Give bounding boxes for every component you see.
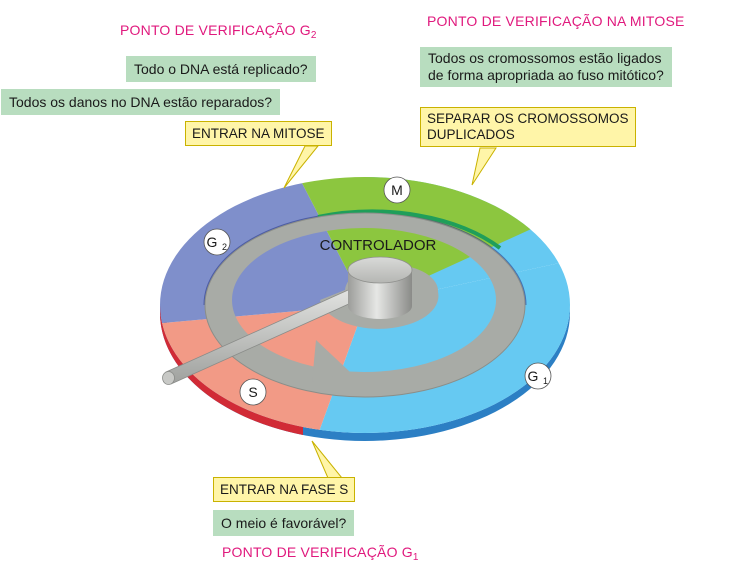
g2-checkpoint-title: PONTO DE VERIFICAÇÃO G2 xyxy=(120,22,317,41)
svg-text:G: G xyxy=(528,368,539,384)
enter-mitosis-callout: ENTRAR NA MITOSE xyxy=(185,121,332,146)
phase-label-g2: G 2 xyxy=(203,228,231,256)
controller-label: CONTROLADOR xyxy=(320,237,437,254)
separate-chromosomes-callout: SEPARAR OS CROMOSSOMOS DUPLICADOS xyxy=(420,107,636,147)
mitosis-question: Todos os cromossomos estão ligados de fo… xyxy=(420,47,672,87)
mitosis-checkpoint-title: PONTO DE VERIFICAÇÃO NA MITOSE xyxy=(427,13,685,29)
svg-text:2: 2 xyxy=(222,242,227,252)
phase-label-g1: G 1 xyxy=(524,362,552,390)
svg-text:S: S xyxy=(248,384,257,400)
enter-mitosis-pointer xyxy=(283,145,320,189)
g2-question-dna-replicated: Todo o DNA está replicado? xyxy=(126,56,316,82)
separate-pointer xyxy=(471,147,497,186)
g1-question-environment: O meio é favorável? xyxy=(213,510,355,536)
svg-text:G: G xyxy=(207,234,218,250)
svg-text:M: M xyxy=(391,182,403,198)
svg-text:1: 1 xyxy=(543,376,548,386)
phase-label-m: M xyxy=(383,176,411,204)
enter-s-phase-callout: ENTRAR NA FASE S xyxy=(213,477,356,502)
g1-checkpoint-title: PONTO DE VERIFICAÇÃO G1 xyxy=(222,544,419,563)
g2-question-dna-repaired: Todos os danos no DNA estão reparados? xyxy=(1,89,281,115)
controller-knob xyxy=(347,256,413,319)
enter-s-pointer xyxy=(311,440,344,479)
rotation-arrow-icon xyxy=(312,340,350,382)
phase-label-s: S xyxy=(239,378,267,406)
